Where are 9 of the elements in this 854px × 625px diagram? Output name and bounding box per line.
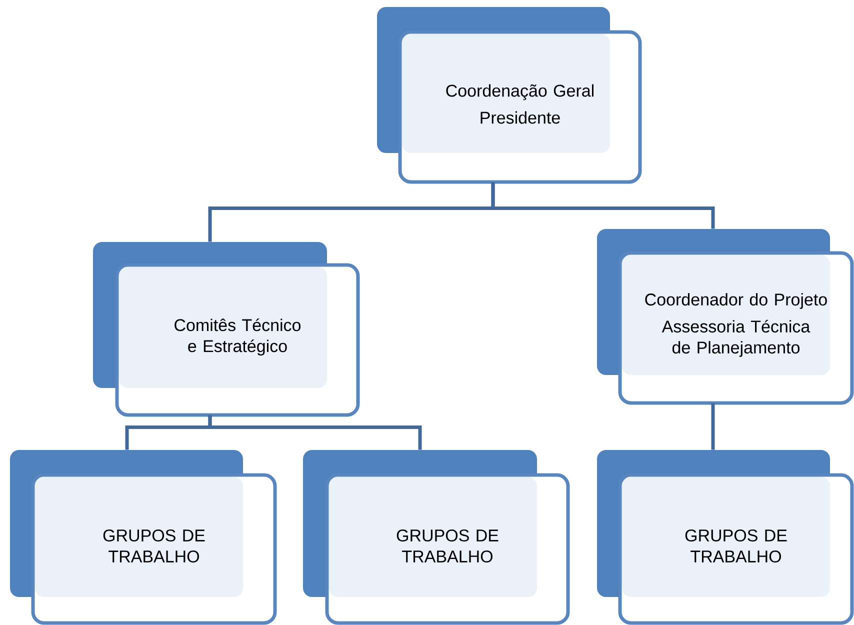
org-card: GRUPOS DE TRABALHO	[10, 450, 277, 625]
org-card: Coordenação Geral Presidente	[377, 7, 642, 184]
org-card: Comitês Técnico e Estratégico	[93, 242, 360, 417]
connector-line	[208, 415, 422, 450]
connector-line	[711, 403, 715, 450]
org-card: Coordenador do Projeto Assessoria Técnica de Planejamento	[597, 229, 854, 405]
org-card: GRUPOS DE TRABALHO	[597, 450, 854, 625]
connector-line	[491, 182, 715, 229]
org-card: GRUPOS DE TRABALHO	[303, 450, 570, 625]
